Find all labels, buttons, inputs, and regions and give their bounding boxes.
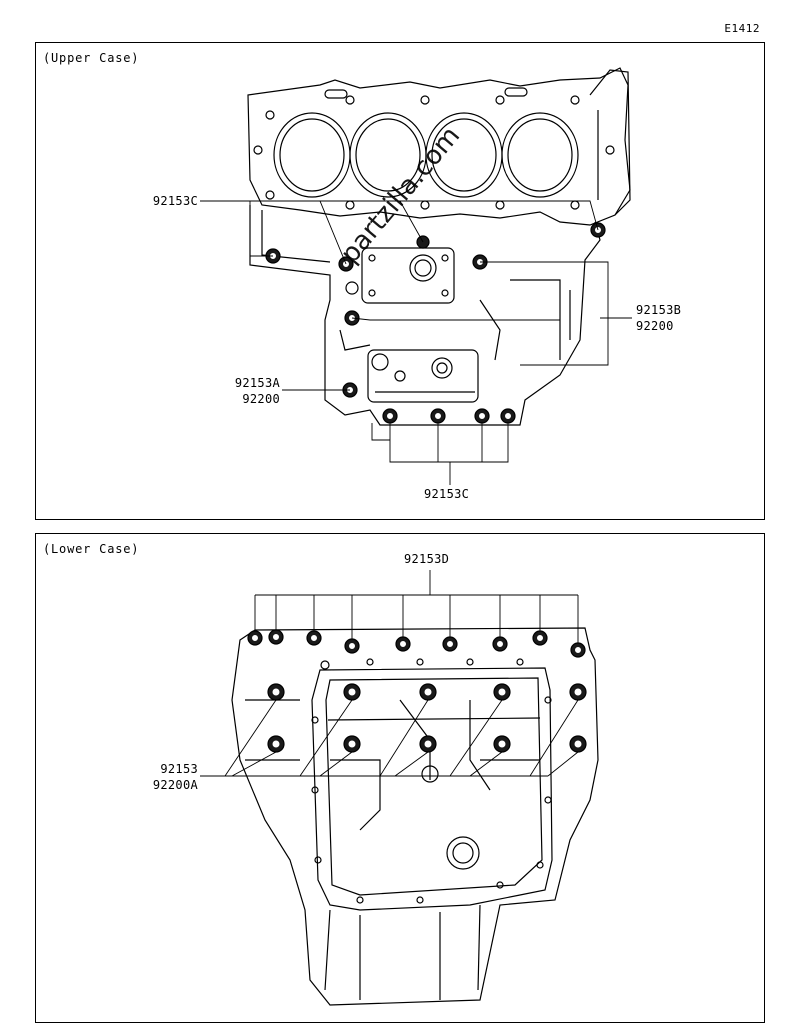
upper-case-panel: (Upper Case) [35,42,765,520]
label-92153: 92153 [160,762,198,776]
upper-leader-lines [200,200,632,485]
lower-case-panel: (Lower Case) [35,533,765,1023]
label-92200a: 92200A [152,778,198,792]
label-92153b: 92153B [636,303,682,317]
label-92200-a: 92200 [242,392,280,406]
upper-crankcase-illustration [247,67,631,426]
label-92153c-top: 92153C [152,194,198,208]
label-92200-b: 92200 [636,319,674,333]
upper-case-title: (Upper Case) [43,51,140,65]
label-92153a: 92153A [234,376,280,390]
diagram-code: E1412 [724,22,760,35]
label-92153c-bottom: 92153C [424,487,470,501]
lower-leader-lines [200,570,579,777]
lower-case-title: (Lower Case) [43,542,140,556]
lower-crankcase-illustration [231,627,599,1006]
label-92153d: 92153D [404,552,450,566]
